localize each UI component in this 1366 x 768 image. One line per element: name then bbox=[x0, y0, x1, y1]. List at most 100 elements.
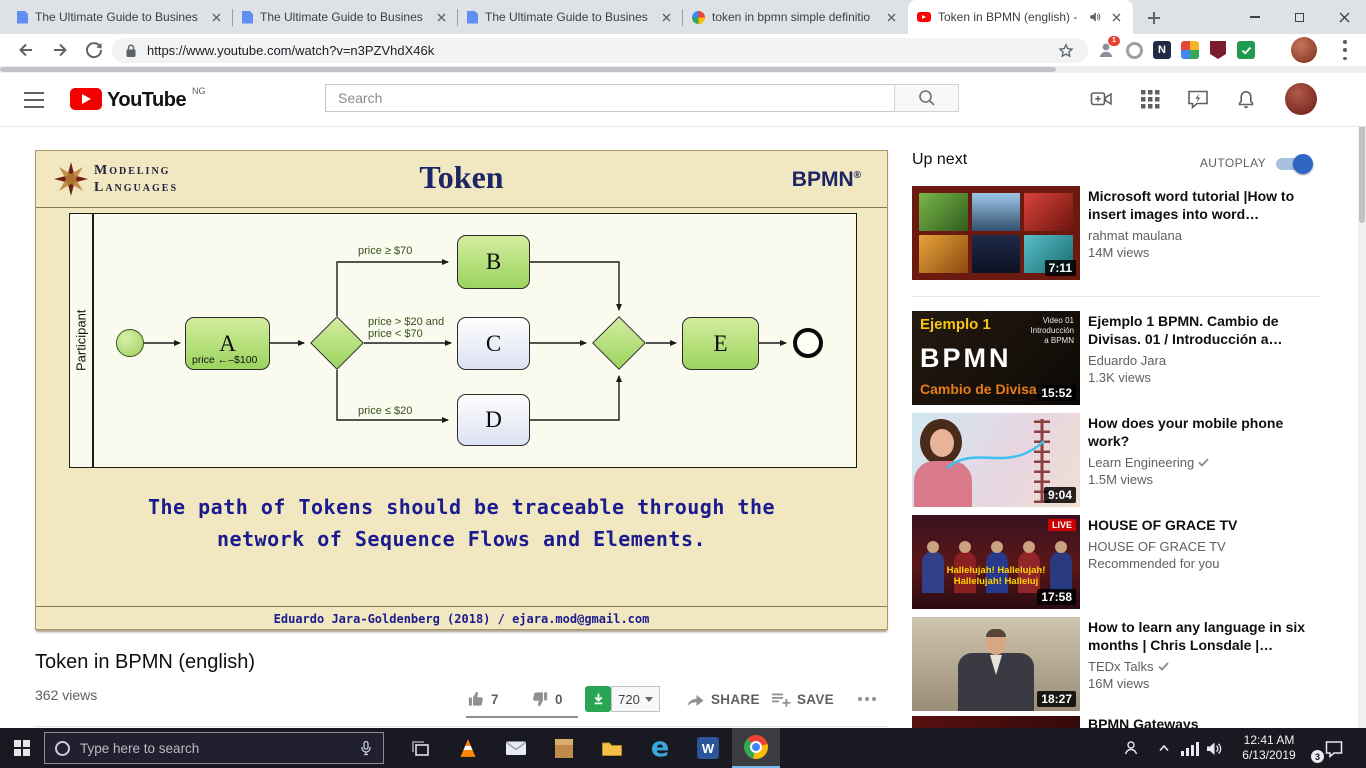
share-icon bbox=[687, 695, 704, 706]
related-video-title[interactable]: How to learn any language in six months … bbox=[1088, 619, 1306, 653]
window-minimize-button[interactable] bbox=[1232, 0, 1277, 34]
notifications-bell-icon[interactable] bbox=[1234, 87, 1258, 111]
related-video-title[interactable]: HOUSE OF GRACE TV bbox=[1088, 517, 1238, 533]
tab-title: Token in BPMN (english) - bbox=[938, 10, 1078, 24]
download-button[interactable] bbox=[585, 686, 611, 712]
related-video-info: Ejemplo 1 BPMN. Cambio de Divisas. 01 / … bbox=[1088, 312, 1320, 385]
tab-4[interactable]: token in bpmn simple definitio bbox=[683, 0, 908, 34]
browser-menu-button[interactable] bbox=[1343, 40, 1347, 60]
extension-n-icon[interactable]: N bbox=[1152, 40, 1172, 60]
bpmn-diagram-panel: Participant A price ←–$100 B C D E price… bbox=[69, 213, 857, 468]
tray-volume-icon[interactable] bbox=[1202, 728, 1226, 768]
thumb-down-icon bbox=[533, 692, 548, 707]
word-taskbar-icon[interactable]: W bbox=[684, 728, 732, 768]
related-thumbnail[interactable]: 9:04 bbox=[912, 413, 1080, 507]
clock-time: 12:41 AM bbox=[1243, 733, 1295, 747]
address-bar[interactable]: https://www.youtube.com/watch?v=n3PZVhdX… bbox=[112, 38, 1088, 63]
tab-close-icon[interactable] bbox=[433, 9, 449, 25]
taskbar-clock[interactable]: 12:41 AM 6/13/2019 bbox=[1226, 733, 1312, 763]
create-video-icon[interactable] bbox=[1090, 87, 1114, 111]
tab-title: The Ultimate Guide to Busines bbox=[260, 10, 423, 24]
extension-shield-icon[interactable] bbox=[1208, 40, 1228, 60]
video-player[interactable]: Modeling Languages Token BPMN® bbox=[35, 150, 888, 630]
tray-hidden-icons-chevron[interactable] bbox=[1152, 728, 1176, 768]
tray-network-icon[interactable] bbox=[1178, 728, 1202, 768]
youtube-wordmark[interactable]: YouTube bbox=[107, 89, 187, 111]
browser-profile-avatar[interactable] bbox=[1291, 37, 1317, 63]
tab-3[interactable]: The Ultimate Guide to Busines bbox=[458, 0, 683, 34]
related-thumbnail[interactable]: 7:11 bbox=[912, 186, 1080, 280]
account-avatar[interactable] bbox=[1285, 83, 1317, 115]
vertical-scrollbar[interactable] bbox=[1358, 73, 1366, 728]
file-explorer-taskbar-icon[interactable] bbox=[588, 728, 636, 768]
recommendation-label: Recommended for you bbox=[1088, 556, 1220, 571]
tray-people-icon[interactable] bbox=[1118, 728, 1144, 768]
dislike-button[interactable]: 0 bbox=[530, 686, 563, 712]
condition-b: price ≥ $70 bbox=[358, 245, 413, 257]
action-center-button[interactable] bbox=[1320, 728, 1348, 768]
reload-button[interactable] bbox=[82, 38, 106, 62]
start-button[interactable] bbox=[0, 728, 44, 768]
live-badge: LIVE bbox=[1047, 519, 1076, 531]
back-button[interactable] bbox=[14, 38, 38, 62]
related-thumbnail[interactable]: Ejemplo 1 Video 01 Introducción a BPMN B… bbox=[912, 311, 1080, 405]
edge-taskbar-icon[interactable]: e bbox=[650, 732, 670, 763]
tab-5-active[interactable]: Token in BPMN (english) - bbox=[908, 0, 1133, 34]
messages-icon[interactable] bbox=[1186, 87, 1210, 111]
task-view-button[interactable] bbox=[396, 728, 444, 768]
like-button[interactable]: 7 bbox=[466, 686, 499, 712]
verified-icon bbox=[1157, 662, 1169, 671]
extension-check-icon[interactable] bbox=[1236, 40, 1256, 60]
condition-d: price ≤ $20 bbox=[358, 405, 413, 417]
video-duration: 17:58 bbox=[1037, 589, 1076, 605]
microphone-icon[interactable] bbox=[359, 740, 373, 756]
extension-profile-icon[interactable]: 1 bbox=[1096, 36, 1120, 60]
forward-button[interactable] bbox=[48, 38, 72, 62]
download-quality-select[interactable]: 720 bbox=[611, 686, 660, 712]
tab-close-icon[interactable] bbox=[1108, 9, 1124, 25]
guide-menu-button[interactable] bbox=[24, 92, 44, 108]
vertical-scrollbar-thumb[interactable] bbox=[1359, 73, 1365, 223]
horizontal-scrollbar-thumb[interactable] bbox=[0, 67, 1056, 72]
tab-close-icon[interactable] bbox=[208, 9, 224, 25]
tab-title: token in bpmn simple definitio bbox=[712, 10, 871, 24]
taskbar-search-box[interactable]: Type here to search bbox=[44, 732, 384, 764]
channel-name: rahmat maulana bbox=[1088, 228, 1182, 243]
task-e: E bbox=[682, 317, 759, 370]
related-video-title[interactable]: Microsoft word tutorial |How to insert i… bbox=[1088, 188, 1295, 222]
view-count: 14M views bbox=[1088, 245, 1150, 260]
slide-title: Token bbox=[419, 159, 504, 195]
search-button[interactable] bbox=[894, 84, 959, 112]
tab-audio-icon[interactable] bbox=[1089, 11, 1101, 23]
tab-close-icon[interactable] bbox=[883, 9, 899, 25]
channel-name: HOUSE OF GRACE TV bbox=[1088, 539, 1226, 554]
related-video-title[interactable]: How does your mobile phone work? bbox=[1088, 415, 1284, 449]
more-actions-button[interactable] bbox=[857, 686, 877, 712]
youtube-logo-icon[interactable] bbox=[70, 88, 102, 110]
related-video-title[interactable]: Ejemplo 1 BPMN. Cambio de Divisas. 01 / … bbox=[1088, 313, 1283, 347]
window-close-button[interactable] bbox=[1322, 0, 1366, 34]
tab-close-icon[interactable] bbox=[658, 9, 674, 25]
related-thumbnail[interactable]: 18:27 bbox=[912, 617, 1080, 711]
tab-1[interactable]: The Ultimate Guide to Busines bbox=[8, 0, 233, 34]
vlc-taskbar-icon[interactable] bbox=[444, 728, 492, 768]
download-icon bbox=[594, 693, 602, 705]
new-tab-button[interactable] bbox=[1141, 5, 1167, 31]
extension-pinwheel-icon[interactable] bbox=[1180, 40, 1200, 60]
lane-label: Participant bbox=[73, 309, 89, 372]
tab-2[interactable]: The Ultimate Guide to Busines bbox=[233, 0, 458, 34]
thumb-up-icon bbox=[468, 691, 483, 706]
mail-taskbar-icon[interactable] bbox=[492, 728, 540, 768]
search-input[interactable] bbox=[325, 84, 895, 112]
related-thumbnail[interactable]: LIVE Hallelujah! Hallelujah! Hallelujah!… bbox=[912, 515, 1080, 609]
window-maximize-button[interactable] bbox=[1277, 0, 1322, 34]
chrome-taskbar-icon[interactable] bbox=[732, 728, 780, 768]
autoplay-toggle[interactable] bbox=[1276, 154, 1313, 174]
box-app-taskbar-icon[interactable] bbox=[540, 728, 588, 768]
bookmark-star-icon[interactable] bbox=[1056, 41, 1076, 61]
share-button[interactable]: SHARE bbox=[684, 686, 760, 712]
extension-ring-icon[interactable] bbox=[1124, 40, 1144, 60]
apps-grid-icon[interactable] bbox=[1138, 87, 1162, 111]
save-button[interactable]: SAVE bbox=[770, 686, 834, 712]
search-icon bbox=[918, 90, 935, 106]
